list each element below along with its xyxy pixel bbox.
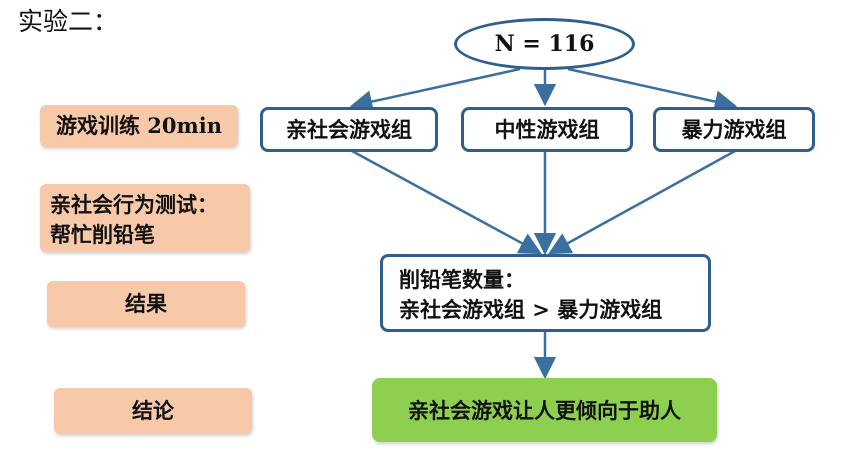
arrow-prosocial-to-result [351, 149, 542, 255]
arrow-n-to-violent [567, 67, 738, 113]
group-prosocial-label: 亲社会游戏组 [286, 116, 412, 142]
result-box: 削铅笔数量： 亲社会游戏组 > 暴力游戏组 [380, 254, 711, 332]
arrow-violent-to-result [548, 149, 736, 255]
group-violent-label: 暴力游戏组 [681, 116, 787, 142]
conclusion-text: 亲社会游戏让人更倾向于助人 [408, 398, 681, 423]
group-neutral-label: 中性游戏组 [494, 116, 600, 142]
label-test-line2: 帮忙削铅笔 [50, 222, 155, 247]
label-prosocial-test: 亲社会行为测试： 帮忙削铅笔 [40, 184, 250, 252]
label-training: 游戏训练 20min [40, 105, 238, 147]
arrow-n-to-prosocial [349, 67, 521, 113]
sample-size-node: N = 116 [454, 18, 635, 70]
label-test-line1: 亲社会行为测试： [50, 192, 218, 217]
label-result: 结果 [47, 281, 245, 327]
group-neutral: 中性游戏组 [461, 107, 633, 152]
label-result-text: 结果 [125, 291, 167, 316]
result-line1: 削铅笔数量： [399, 267, 525, 292]
page-title: 实验二： [18, 7, 119, 36]
group-violent: 暴力游戏组 [653, 107, 815, 152]
group-prosocial: 亲社会游戏组 [260, 107, 438, 152]
label-training-text: 游戏训练 20min [55, 113, 222, 138]
label-conclusion: 结论 [54, 388, 252, 434]
result-line2: 亲社会游戏组 > 暴力游戏组 [399, 297, 663, 322]
sample-size-text: N = 116 [494, 31, 595, 57]
conclusion-box: 亲社会游戏让人更倾向于助人 [372, 378, 717, 442]
label-conclusion-text: 结论 [132, 398, 174, 423]
